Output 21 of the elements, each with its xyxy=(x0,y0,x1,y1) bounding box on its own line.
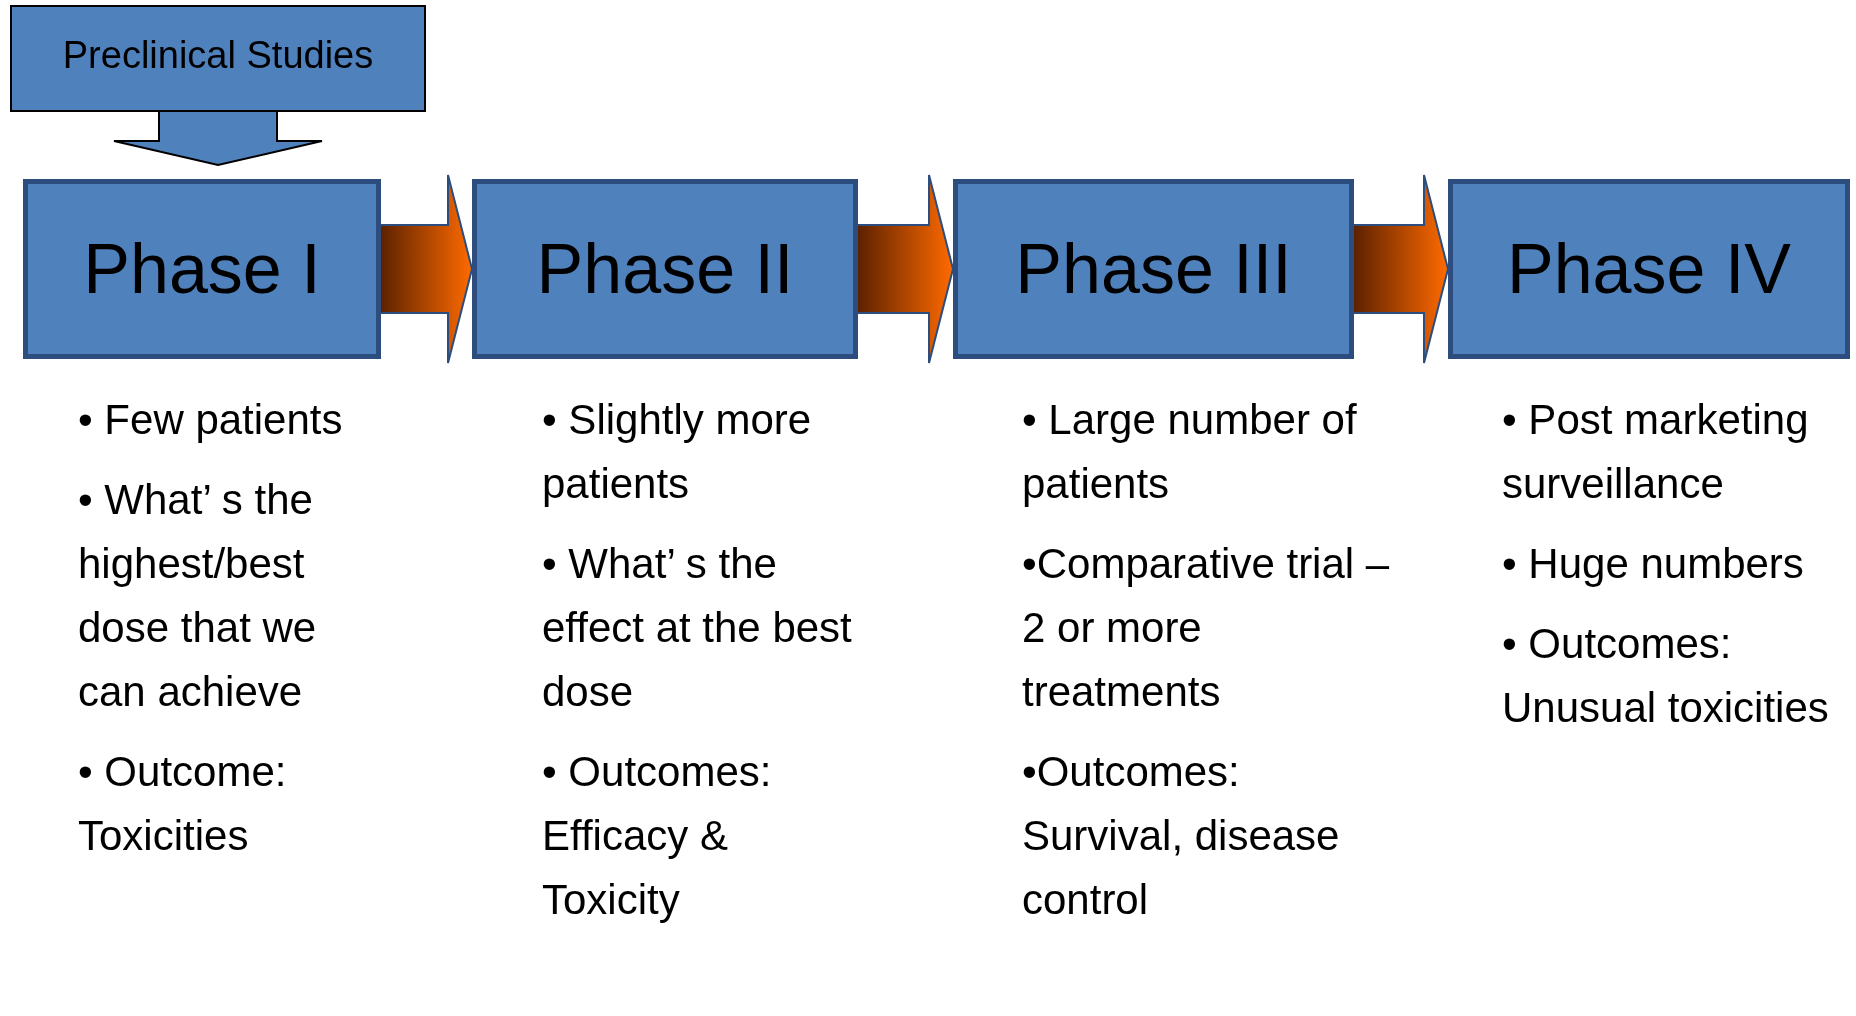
block-arrow xyxy=(855,174,955,364)
stage-box: Preclinical Studies xyxy=(10,5,426,112)
bullet-text: • Few patients xyxy=(78,395,344,445)
bullet-text: •Comparative trial – 2 or more treatments xyxy=(1022,539,1391,717)
bullet-text: • Large number of patients xyxy=(1022,395,1358,509)
bullet-text: • Outcomes: Efficacy & Toxicity xyxy=(542,747,773,925)
phase-box: Phase IV xyxy=(1448,179,1850,359)
block-arrow xyxy=(113,109,323,167)
bullet-text: • What’ s the highest/best dose that we can achieve xyxy=(78,475,318,717)
bullet-text: • Huge numbers xyxy=(1502,539,1805,589)
bullet-text: • Slightly more patients xyxy=(542,395,813,509)
phase-box: Phase I xyxy=(23,179,381,359)
phase-box: Phase III xyxy=(953,179,1354,359)
block-arrow xyxy=(378,174,474,364)
bullet-text: • Post marketing surveillance xyxy=(1502,395,1810,509)
bullet-text: • Outcome: Toxicities xyxy=(78,747,288,861)
bullet-text: • Outcomes: Unusual toxicities xyxy=(1502,619,1830,733)
bullet-text: • What’ s the effect at the best dose xyxy=(542,539,853,717)
bullet-text: •Outcomes: Survival, disease control xyxy=(1022,747,1341,925)
block-arrow xyxy=(1351,174,1450,364)
phase-box: Phase II xyxy=(472,179,858,359)
